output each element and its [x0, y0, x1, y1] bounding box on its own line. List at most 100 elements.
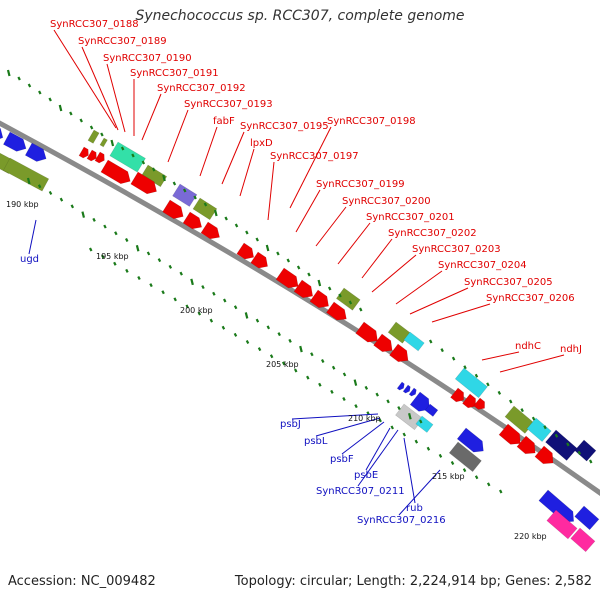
scale-tick [245, 340, 250, 345]
scale-tick [103, 224, 107, 229]
scale-tick [318, 382, 322, 387]
forward-gene-label: SynRCC307_0189 [78, 36, 167, 47]
scale-tick [566, 442, 570, 447]
scale-tick [48, 190, 53, 195]
scale-tick [375, 392, 379, 397]
scale-tick [27, 83, 32, 88]
gene-feature [100, 159, 131, 185]
gene-feature [182, 211, 203, 230]
scale-tick [348, 300, 353, 305]
forward-gene-label: SynRCC307_0190 [103, 53, 192, 64]
scale-tick [37, 184, 42, 189]
leader-line [395, 270, 443, 305]
gene-feature [448, 441, 482, 473]
forward-gene-label: SynRCC307_0201 [366, 212, 455, 223]
reverse-gene-label: psbF [330, 454, 354, 465]
leader-line [291, 413, 379, 420]
forward-gene-label: fabF [213, 116, 235, 127]
forward-gene-label: SynRCC307_0191 [130, 68, 219, 79]
reverse-gene-label: SynRCC307_0216 [357, 515, 446, 526]
leader-line [431, 303, 491, 323]
feature-layer [0, 120, 600, 553]
scale-tick [113, 261, 117, 266]
scale-tick [131, 153, 135, 158]
scale-tick [168, 264, 173, 269]
scale-tick [342, 372, 347, 377]
scale-tick [17, 76, 21, 81]
forward-gene-label: SynRCC307_0200 [342, 196, 431, 207]
scale-tick [213, 209, 218, 217]
scale-tick [173, 297, 177, 302]
reverse-gene-label: rub [406, 503, 423, 514]
scale-tick [100, 132, 104, 137]
scale-tick [331, 365, 336, 370]
gene-feature [450, 387, 464, 403]
gene-feature [402, 384, 411, 394]
leader-line [371, 254, 417, 293]
leader-line [167, 109, 189, 163]
kbp-label: 215 kbp [432, 472, 465, 481]
gene-feature [409, 391, 430, 412]
scale-tick [386, 399, 390, 404]
gene-feature [403, 331, 425, 352]
scale-tick [26, 177, 31, 185]
scale-tick [245, 230, 249, 235]
gene-feature [2, 157, 50, 192]
scale-tick [233, 332, 238, 337]
gene-feature [373, 333, 393, 353]
leader-line [289, 126, 332, 209]
scale-tick [463, 365, 467, 370]
scale-tick [440, 348, 444, 353]
forward-gene-label: SynRCC307_0204 [438, 260, 527, 271]
scale-tick [397, 406, 401, 411]
gene-feature [250, 251, 268, 269]
gene-feature [456, 427, 484, 453]
scale-tick [79, 118, 83, 123]
scale-tick [190, 278, 194, 286]
scale-tick [223, 298, 227, 303]
reverse-gene-label: ugd [20, 254, 39, 265]
scale-tick [149, 283, 153, 288]
leader-line [295, 189, 321, 233]
kbp-label: 205 kbp [266, 360, 299, 369]
gene-feature [424, 403, 439, 417]
gene-feature [2, 131, 27, 152]
forward-gene-label: SynRCC307_0193 [184, 99, 273, 110]
scale-tick [125, 268, 129, 273]
leader-line [365, 427, 391, 471]
forward-gene-label: SynRCC307_0198 [327, 116, 416, 127]
gene-feature [109, 141, 146, 173]
leader-line [398, 469, 441, 516]
gene-feature [335, 287, 361, 311]
forward-gene-label: SynRCC307_0206 [486, 293, 575, 304]
gene-feature [325, 301, 347, 321]
genome-title: Synechococcus sp. RCC307, complete genom… [135, 8, 465, 24]
scale-tick [419, 419, 423, 424]
gene-feature [192, 197, 218, 221]
scale-tick [462, 468, 467, 473]
scale-tick [294, 368, 298, 373]
scale-tick [509, 399, 513, 404]
scale-tick [193, 195, 197, 200]
forward-gene-label: SynRCC307_0192 [157, 83, 246, 94]
reverse-gene-label: psbL [304, 436, 328, 447]
leader-line [315, 206, 347, 247]
scale-tick [310, 352, 314, 357]
scale-tick [277, 332, 281, 337]
scale-tick [266, 325, 271, 330]
gene-feature [293, 279, 314, 299]
scale-tick [161, 290, 165, 295]
forward-gene-label: ndhJ [560, 344, 582, 355]
gene-feature [94, 151, 105, 164]
scale-tick [89, 125, 94, 130]
scale-tick [257, 347, 262, 352]
scale-tick [327, 286, 332, 291]
scale-tick [408, 413, 412, 420]
gene-feature [454, 367, 488, 399]
scale-tick [474, 373, 479, 378]
gene-feature [526, 417, 552, 443]
scale-tick [486, 382, 490, 387]
scale-tick [89, 247, 93, 252]
